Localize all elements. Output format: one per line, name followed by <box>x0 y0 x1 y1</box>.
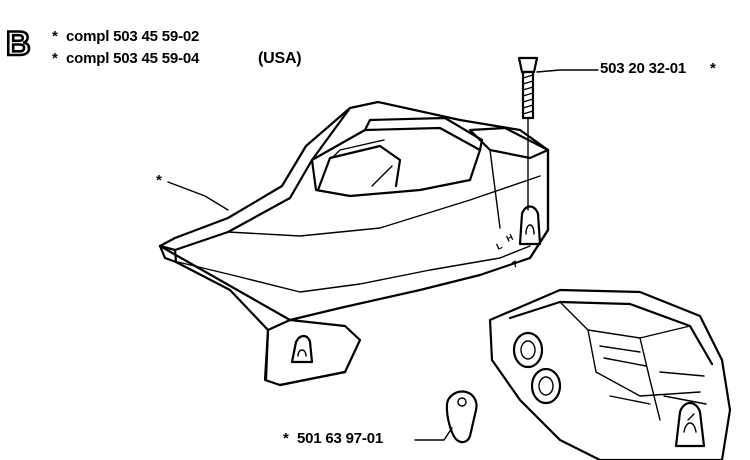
cover-mark-c: 7 <box>511 259 520 270</box>
small-part-number: 501 63 97-01 <box>297 430 384 447</box>
clutch-cover <box>488 288 732 460</box>
section-letter: B <box>6 25 31 63</box>
small-part-star: * <box>283 430 289 447</box>
cover-mark-a: L <box>495 240 505 252</box>
header-line-2: compl 503 45 59-04 <box>66 50 200 67</box>
header-star-1: * <box>52 28 58 45</box>
header-line-1: compl 503 45 59-02 <box>66 28 200 45</box>
screw <box>517 56 539 211</box>
screw-part-number: 503 20 32-01 <box>600 60 687 77</box>
cover-mark-b: H <box>505 232 515 244</box>
small-plate <box>445 390 478 444</box>
screw-part-star: * <box>710 60 716 77</box>
cover-star: * <box>156 172 162 189</box>
header-star-2: * <box>52 50 58 67</box>
header-region: (USA) <box>258 50 302 67</box>
chain-cover <box>158 100 550 387</box>
